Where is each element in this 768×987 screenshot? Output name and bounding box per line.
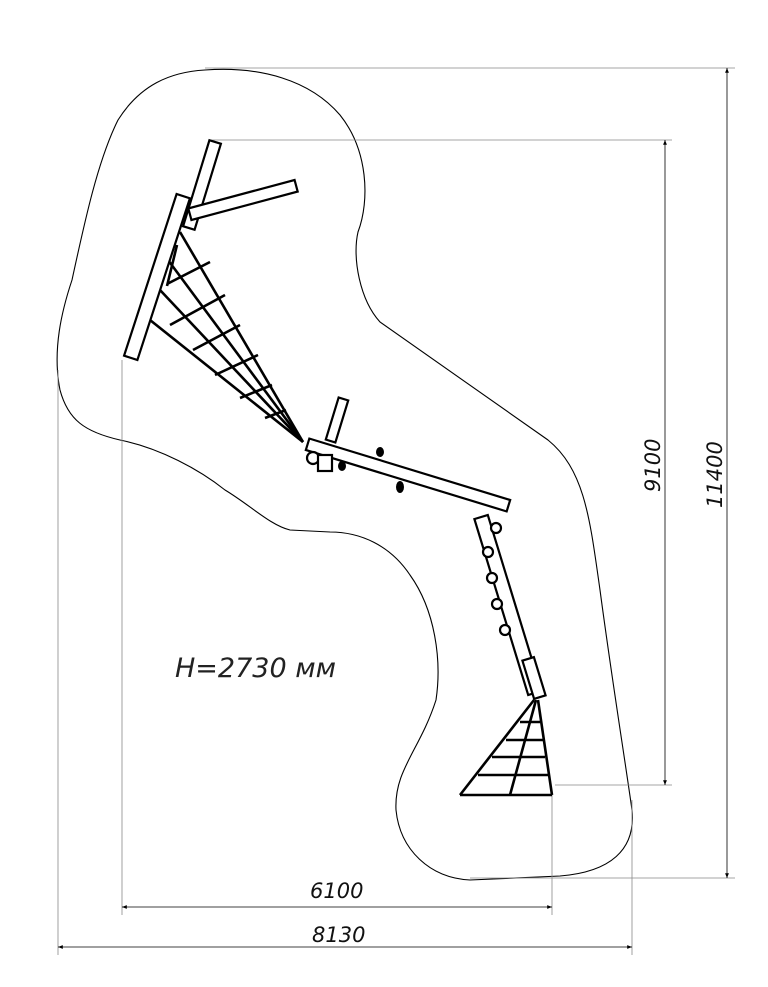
lower-climbing-net — [458, 699, 554, 797]
middle-balance-beam — [304, 437, 512, 513]
dimension-lines — [57, 67, 735, 955]
height-label: H=2730 мм — [175, 653, 336, 684]
upper-side-post — [122, 192, 192, 362]
lower-ladder — [473, 513, 547, 701]
upper-climbing-net — [149, 231, 305, 444]
safety-zone-outline — [56, 68, 633, 881]
upper-crossbar — [186, 178, 300, 222]
dimension-11400: 11400 — [703, 441, 727, 508]
dimension-9100: 9100 — [641, 439, 665, 492]
middle-post — [324, 396, 350, 444]
dimension-6100: 6100 — [310, 879, 363, 903]
dimension-8130: 8130 — [312, 923, 365, 947]
upper-frame — [122, 138, 300, 362]
middle-beam — [304, 396, 512, 513]
